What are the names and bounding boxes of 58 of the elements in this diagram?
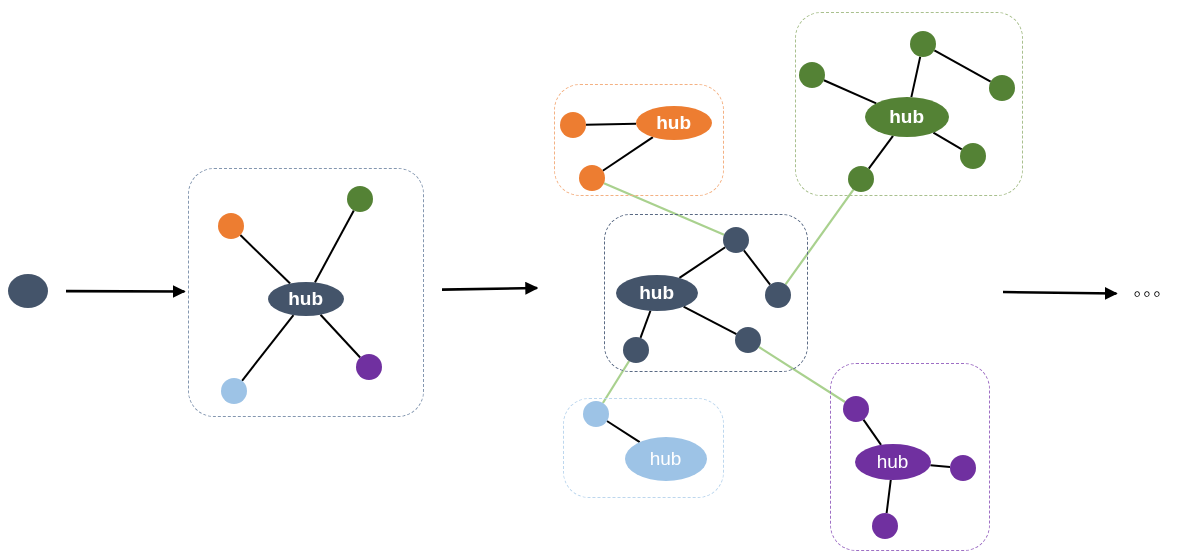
link-line xyxy=(784,188,855,286)
node-circle xyxy=(220,377,247,404)
cluster-frame xyxy=(604,214,808,372)
node-circle xyxy=(988,74,1015,101)
hub-label: hub xyxy=(889,107,924,127)
arrow xyxy=(1003,286,1118,300)
link-line xyxy=(605,420,641,444)
ellipsis-text: ◦◦◦ xyxy=(1120,282,1176,306)
cluster-frame xyxy=(188,167,424,417)
link-line xyxy=(601,136,654,172)
link-line xyxy=(682,305,738,336)
node-circle xyxy=(734,326,761,353)
link-line xyxy=(885,478,892,515)
node-circle xyxy=(346,185,373,212)
hub-label: hub xyxy=(649,449,682,469)
link-line xyxy=(932,131,963,151)
arrow xyxy=(441,281,539,295)
node-circle xyxy=(582,400,609,427)
node-circle xyxy=(909,30,936,57)
node-circle xyxy=(798,61,825,88)
node-circle xyxy=(355,353,382,380)
node-circle xyxy=(764,281,791,308)
link-line xyxy=(313,209,355,284)
node-circle xyxy=(847,165,874,192)
node-circle xyxy=(842,395,869,422)
cluster-frame xyxy=(554,84,724,196)
node-circle xyxy=(949,454,976,481)
link-line xyxy=(742,249,772,286)
link-line xyxy=(603,182,725,236)
node-circle xyxy=(578,164,605,191)
link-line xyxy=(910,55,922,99)
link-line xyxy=(319,313,362,359)
link-line xyxy=(862,418,883,446)
link-line xyxy=(239,234,292,285)
link-line xyxy=(241,314,295,382)
node-circle xyxy=(871,512,898,539)
node-circle xyxy=(622,336,649,363)
node-circle xyxy=(559,111,586,138)
hub-label: hub xyxy=(288,289,323,309)
link-line xyxy=(822,79,878,105)
node-circle xyxy=(217,212,244,239)
cluster-frame xyxy=(795,12,1023,196)
node-circle xyxy=(8,274,48,308)
arrow xyxy=(66,285,186,298)
link-line xyxy=(639,309,652,339)
hub-label: hub xyxy=(656,113,691,133)
node-circle xyxy=(959,142,986,169)
cluster-frame xyxy=(830,363,990,551)
link-line xyxy=(758,346,846,403)
link-line xyxy=(867,134,894,170)
link-line xyxy=(933,49,992,83)
link-line xyxy=(601,360,631,404)
hub-ellipse xyxy=(864,96,949,137)
node-circle xyxy=(722,226,749,253)
hub-label: hub xyxy=(876,452,909,472)
link-line xyxy=(678,246,727,279)
hub-label: hub xyxy=(639,283,674,303)
cluster-frame xyxy=(562,398,724,498)
